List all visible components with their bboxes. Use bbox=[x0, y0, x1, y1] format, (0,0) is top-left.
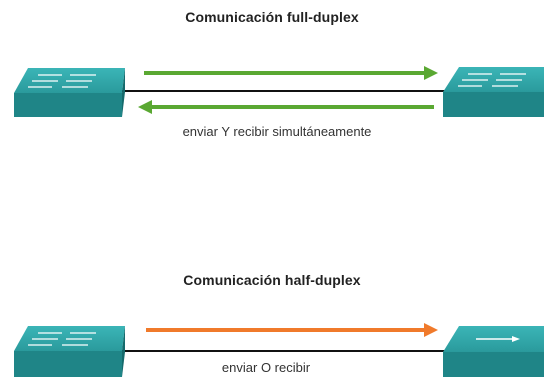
network-switch-icon bbox=[14, 326, 125, 377]
half-duplex-caption: enviar O recibir bbox=[221, 360, 311, 375]
arrow-right-icon bbox=[144, 66, 438, 80]
network-switch-icon bbox=[14, 68, 125, 117]
arrow-left-icon bbox=[138, 100, 434, 114]
arrow-right-icon bbox=[146, 323, 438, 337]
full-duplex-caption: enviar Y recibir simultáneamente bbox=[182, 124, 372, 139]
full-duplex-title: Comunicación full-duplex bbox=[185, 9, 359, 25]
network-switch-icon bbox=[443, 67, 544, 117]
half-duplex-title: Comunicación half-duplex bbox=[183, 272, 361, 288]
network-switch-icon bbox=[443, 326, 544, 377]
